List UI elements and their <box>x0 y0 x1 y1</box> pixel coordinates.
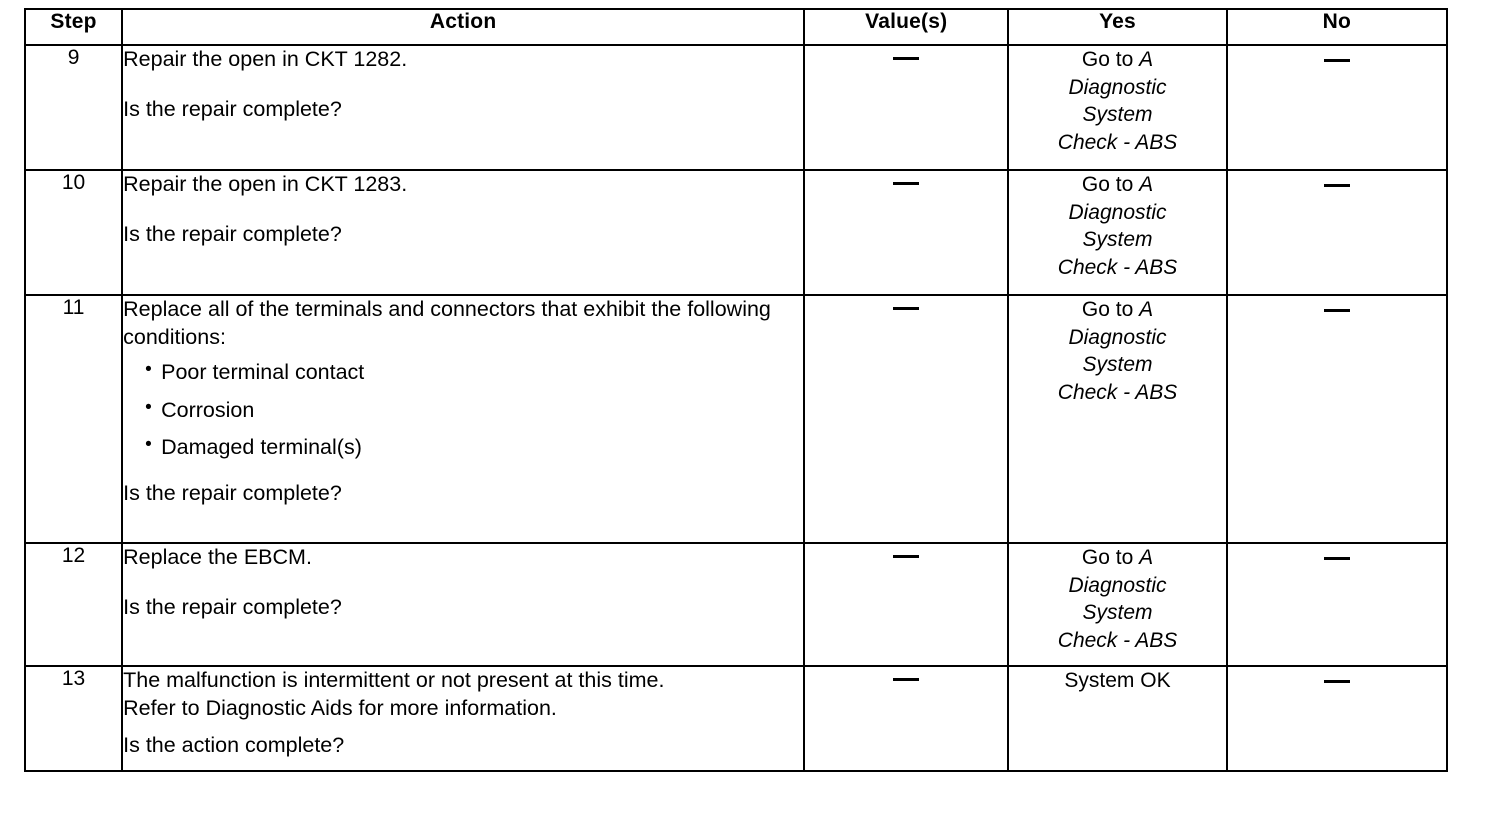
goto-line-2: Diagnostic <box>1068 200 1167 224</box>
bullet-icon: • <box>145 359 152 381</box>
goto-target-a: A <box>1139 546 1154 569</box>
column-header-no: No <box>1225 8 1449 46</box>
goto-lead-text: Go to <box>1081 298 1140 321</box>
goto-line-2: Diagnostic <box>1068 75 1167 99</box>
list-item: • Corrosion <box>123 397 803 425</box>
goto-lead-text: Go to <box>1081 546 1140 569</box>
action-question: Is the repair complete? <box>123 96 342 121</box>
goto-line-4: Check - ABS <box>1057 256 1178 280</box>
table-row: 11 Replace all of the terminals and conn… <box>23 294 1449 544</box>
goto-line-3: System <box>1082 353 1153 377</box>
diagnostic-procedure-table: Step Action Value(s) Yes No 9 Repair the… <box>23 8 1449 772</box>
system-ok-label: System OK <box>1064 669 1171 692</box>
list-item-label: Damaged terminal(s) <box>161 435 362 460</box>
table-body: 9 Repair the open in CKT 1282. Is the re… <box>23 44 1449 772</box>
em-dash-icon <box>1323 679 1350 683</box>
list-item: • Poor terminal contact <box>123 359 803 387</box>
goto-target-a: A <box>1139 173 1154 196</box>
header-row: Step Action Value(s) Yes No <box>23 8 1449 46</box>
em-dash-icon <box>893 306 920 310</box>
goto-line-3: System <box>1082 228 1153 252</box>
em-dash-icon <box>893 554 920 558</box>
goto-target-a: A <box>1139 48 1154 71</box>
em-dash-icon <box>893 677 920 681</box>
bullet-icon: • <box>145 434 152 456</box>
bullet-icon: • <box>145 396 152 418</box>
list-item: • Damaged terminal(s) <box>123 434 803 462</box>
action-instruction: The malfunction is intermittent or not p… <box>123 668 665 692</box>
action-question: Is the action complete? <box>123 733 345 758</box>
yes-cell: Go to A Diagnostic System Check - ABS <box>1007 542 1228 667</box>
no-cell <box>1225 542 1449 667</box>
list-item-label: Poor terminal contact <box>161 360 365 385</box>
yes-cell: Go to A Diagnostic System Check - ABS <box>1007 294 1228 544</box>
action-cell: Replace the EBCM. Is the repair complete… <box>121 542 806 667</box>
no-cell <box>1225 44 1449 171</box>
step-number: 9 <box>23 44 124 171</box>
condition-list: • Poor terminal contact • Corrosion • Damag… <box>123 359 803 462</box>
column-header-action: Action <box>121 8 806 46</box>
yes-cell: System OK <box>1007 665 1228 772</box>
no-cell <box>1225 294 1449 544</box>
yes-cell: Go to A Diagnostic System Check - ABS <box>1007 44 1228 171</box>
column-header-step: Step <box>23 8 124 46</box>
value-cell <box>803 294 1010 544</box>
em-dash-icon <box>1323 308 1350 312</box>
step-number: 10 <box>23 169 124 296</box>
value-cell <box>803 665 1010 772</box>
action-question: Is the repair complete? <box>123 594 342 619</box>
goto-line-2: Diagnostic <box>1068 573 1167 597</box>
goto-target-a: A <box>1139 298 1154 321</box>
step-number: 11 <box>23 294 124 544</box>
goto-lead-text: Go to <box>1081 173 1140 196</box>
no-cell <box>1225 665 1449 772</box>
goto-line-1: Go to A <box>1009 296 1225 324</box>
action-cell: Repair the open in CKT 1282. Is the repa… <box>121 44 806 171</box>
table-row: 12 Replace the EBCM. Is the repair compl… <box>23 542 1449 667</box>
action-question: Is the repair complete? <box>123 221 342 246</box>
table-header: Step Action Value(s) Yes No <box>23 8 1449 46</box>
column-header-value: Value(s) <box>803 8 1010 46</box>
goto-lead-text: Go to <box>1081 48 1140 71</box>
action-cell: The malfunction is intermittent or not p… <box>121 665 806 772</box>
goto-line-1: Go to A <box>1009 544 1225 572</box>
action-instruction: Repair the open in CKT 1283. <box>123 172 408 196</box>
action-instruction: Replace all of the terminals and connect… <box>123 297 771 349</box>
goto-line-1: Go to A <box>1009 46 1225 74</box>
action-instruction-2: Refer to Diagnostic Aids for more inform… <box>123 695 557 720</box>
table-row: 13 The malfunction is intermittent or no… <box>23 665 1449 772</box>
column-header-yes: Yes <box>1007 8 1228 46</box>
step-number: 13 <box>23 665 124 772</box>
list-item-label: Corrosion <box>161 397 255 422</box>
action-instruction: Replace the EBCM. <box>123 545 312 569</box>
em-dash-icon <box>893 56 920 60</box>
action-cell: Replace all of the terminals and connect… <box>121 294 806 544</box>
em-dash-icon <box>1323 183 1350 187</box>
value-cell <box>803 542 1010 667</box>
em-dash-icon <box>1323 58 1350 62</box>
goto-line-2: Diagnostic <box>1068 325 1167 349</box>
action-cell: Repair the open in CKT 1283. Is the repa… <box>121 169 806 296</box>
step-number: 12 <box>23 542 124 667</box>
action-instruction: Repair the open in CKT 1282. <box>123 47 408 71</box>
em-dash-icon <box>1323 556 1350 560</box>
value-cell <box>803 169 1010 296</box>
no-cell <box>1225 169 1449 296</box>
action-question: Is the repair complete? <box>123 480 342 505</box>
goto-line-1: Go to A <box>1009 171 1225 199</box>
table-row: 10 Repair the open in CKT 1283. Is the r… <box>23 169 1449 296</box>
value-cell <box>803 44 1010 171</box>
goto-line-4: Check - ABS <box>1057 131 1178 155</box>
goto-line-3: System <box>1082 103 1153 127</box>
goto-line-4: Check - ABS <box>1057 381 1178 405</box>
goto-line-4: Check - ABS <box>1057 629 1178 653</box>
yes-cell: Go to A Diagnostic System Check - ABS <box>1007 169 1228 296</box>
goto-line-3: System <box>1082 601 1153 625</box>
table-row: 9 Repair the open in CKT 1282. Is the re… <box>23 44 1449 171</box>
em-dash-icon <box>893 181 920 185</box>
